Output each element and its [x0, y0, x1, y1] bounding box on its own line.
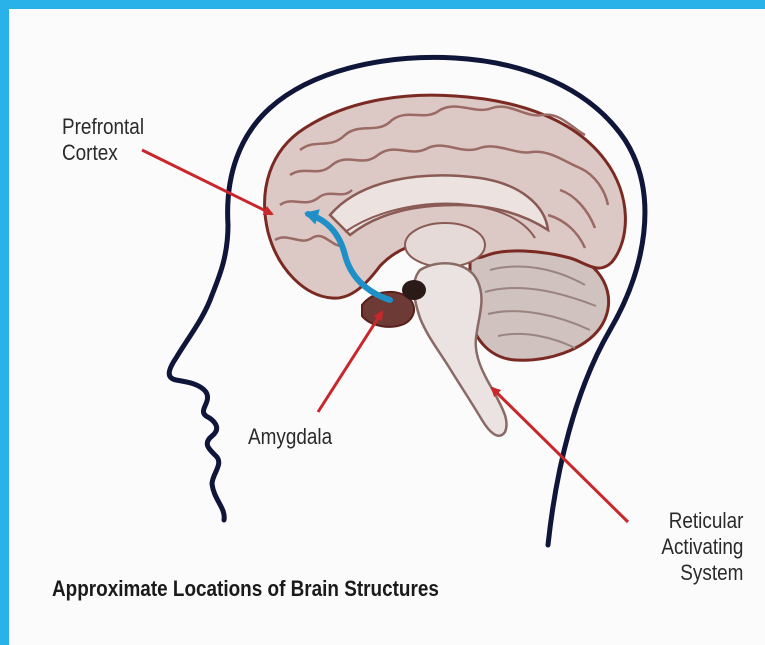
prefrontal-label-line1: Prefrontal — [62, 114, 144, 140]
prefrontal-pointer — [142, 150, 272, 214]
reticular-label-line2: Activating — [661, 534, 743, 560]
prefrontal-label: Prefrontal Cortex — [62, 114, 144, 166]
reticular-label-line1: Reticular — [661, 508, 743, 534]
reticular-pointer — [492, 388, 628, 522]
amygdala-label-text: Amygdala — [248, 424, 332, 450]
prefrontal-label-line2: Cortex — [62, 140, 144, 166]
amygdala-pointer — [318, 312, 382, 412]
diagram-caption: Approximate Locations of Brain Structure… — [52, 576, 439, 602]
reticular-label-line3: System — [661, 560, 743, 586]
reticular-label: Reticular Activating System — [661, 508, 743, 586]
amygdala-label: Amygdala — [248, 424, 332, 450]
